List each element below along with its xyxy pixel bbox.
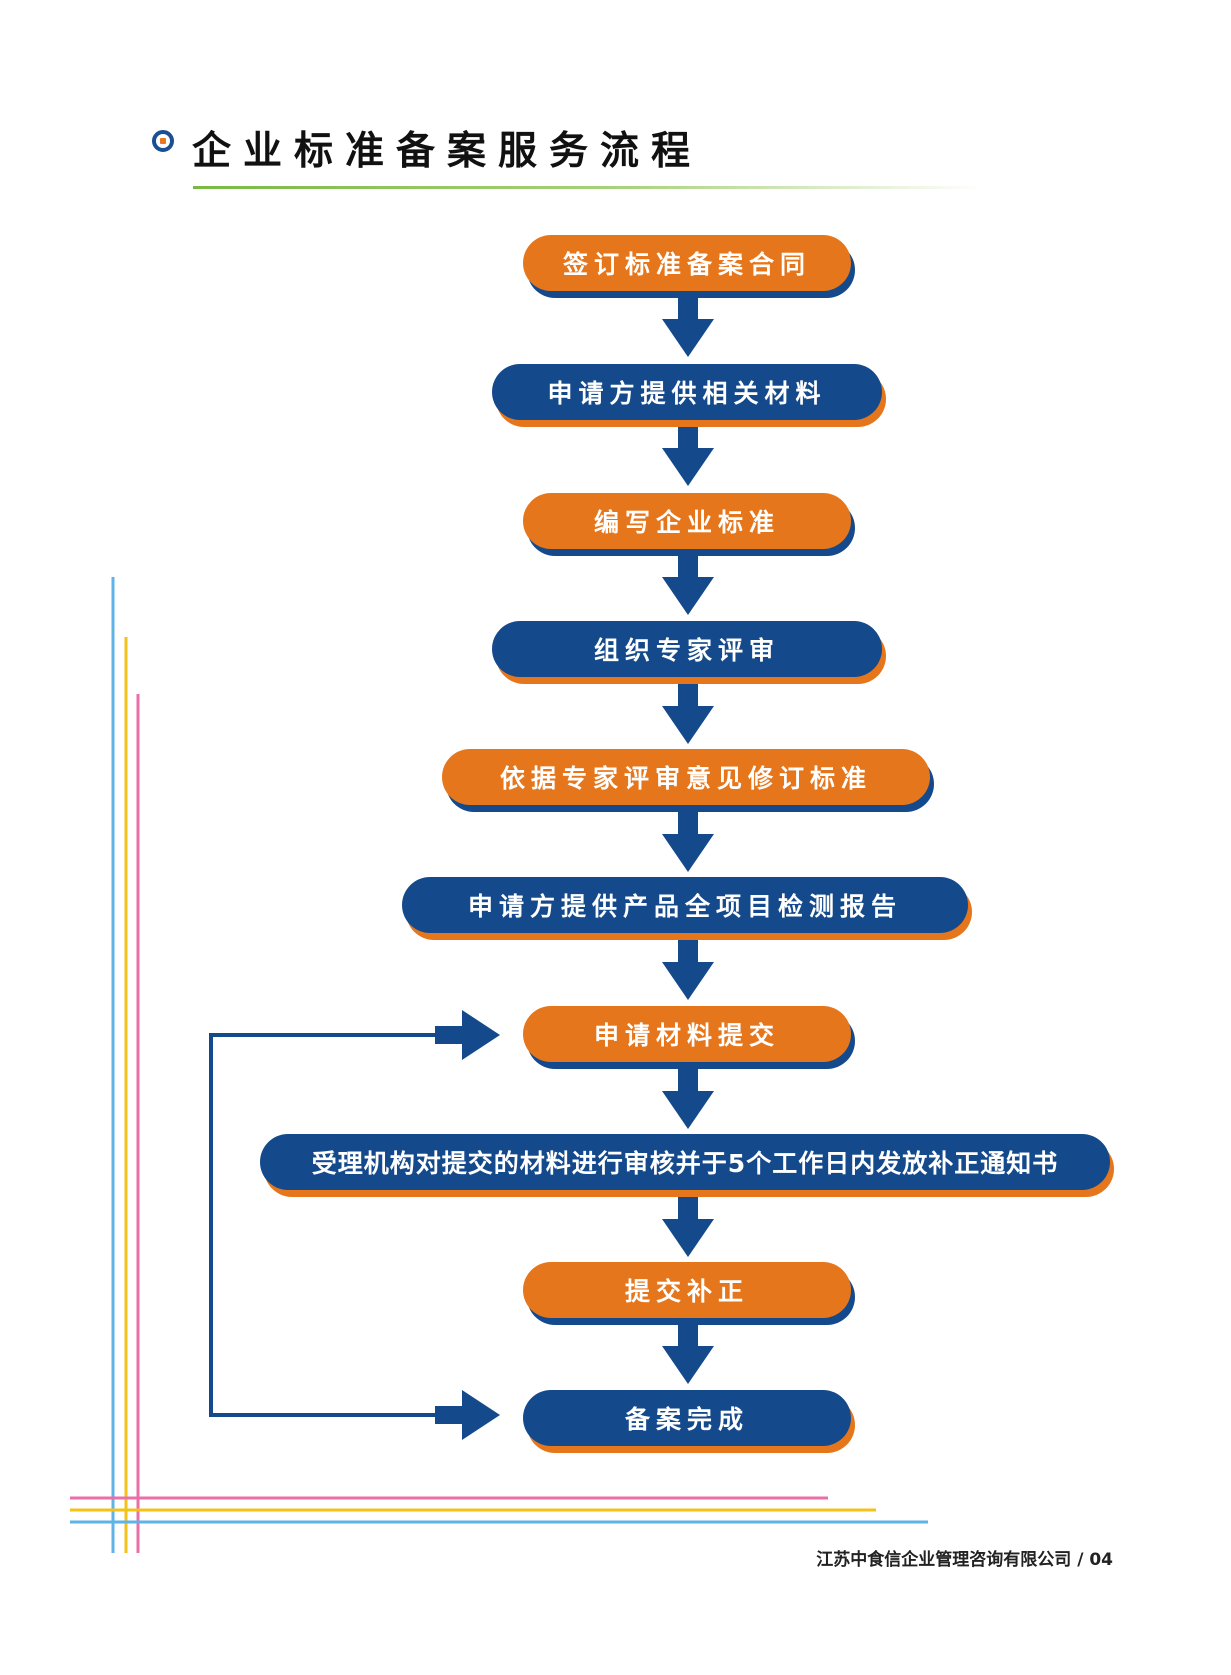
arrow-2 <box>678 424 698 449</box>
title-underline <box>193 186 983 189</box>
step-write-standard: 编写企业标准 <box>523 493 851 549</box>
step-expert-review: 组织专家评审 <box>492 621 882 677</box>
page-title: 企业标准备案服务流程 <box>192 129 703 174</box>
step-sign-contract: 签订标准备案合同 <box>523 235 851 291</box>
arrow-1 <box>678 295 698 320</box>
bullet-circle-icon <box>152 130 174 152</box>
step-review-notice: 受理机构对提交的材料进行审核并于5个工作日内发放补正通知书 <box>260 1134 1110 1190</box>
step-provide-materials: 申请方提供相关材料 <box>492 364 882 420</box>
feedback-loop-arrow <box>209 1010 500 1440</box>
step-submit-correction: 提交补正 <box>523 1262 851 1318</box>
arrow-8 <box>678 1195 698 1220</box>
step-test-report: 申请方提供产品全项目检测报告 <box>402 877 968 933</box>
step-revise-standard: 依据专家评审意见修订标准 <box>442 749 930 805</box>
arrow-3 <box>678 553 698 578</box>
arrow-7 <box>678 1067 698 1092</box>
footer-company-page: 江苏中食信企业管理咨询有限公司 / 04 <box>816 1550 1113 1570</box>
step-submit-materials: 申请材料提交 <box>523 1006 851 1062</box>
arrow-4 <box>678 682 698 707</box>
step-filing-complete: 备案完成 <box>523 1390 851 1446</box>
arrow-6 <box>678 938 698 963</box>
arrow-9 <box>678 1322 698 1347</box>
arrow-5 <box>678 810 698 835</box>
